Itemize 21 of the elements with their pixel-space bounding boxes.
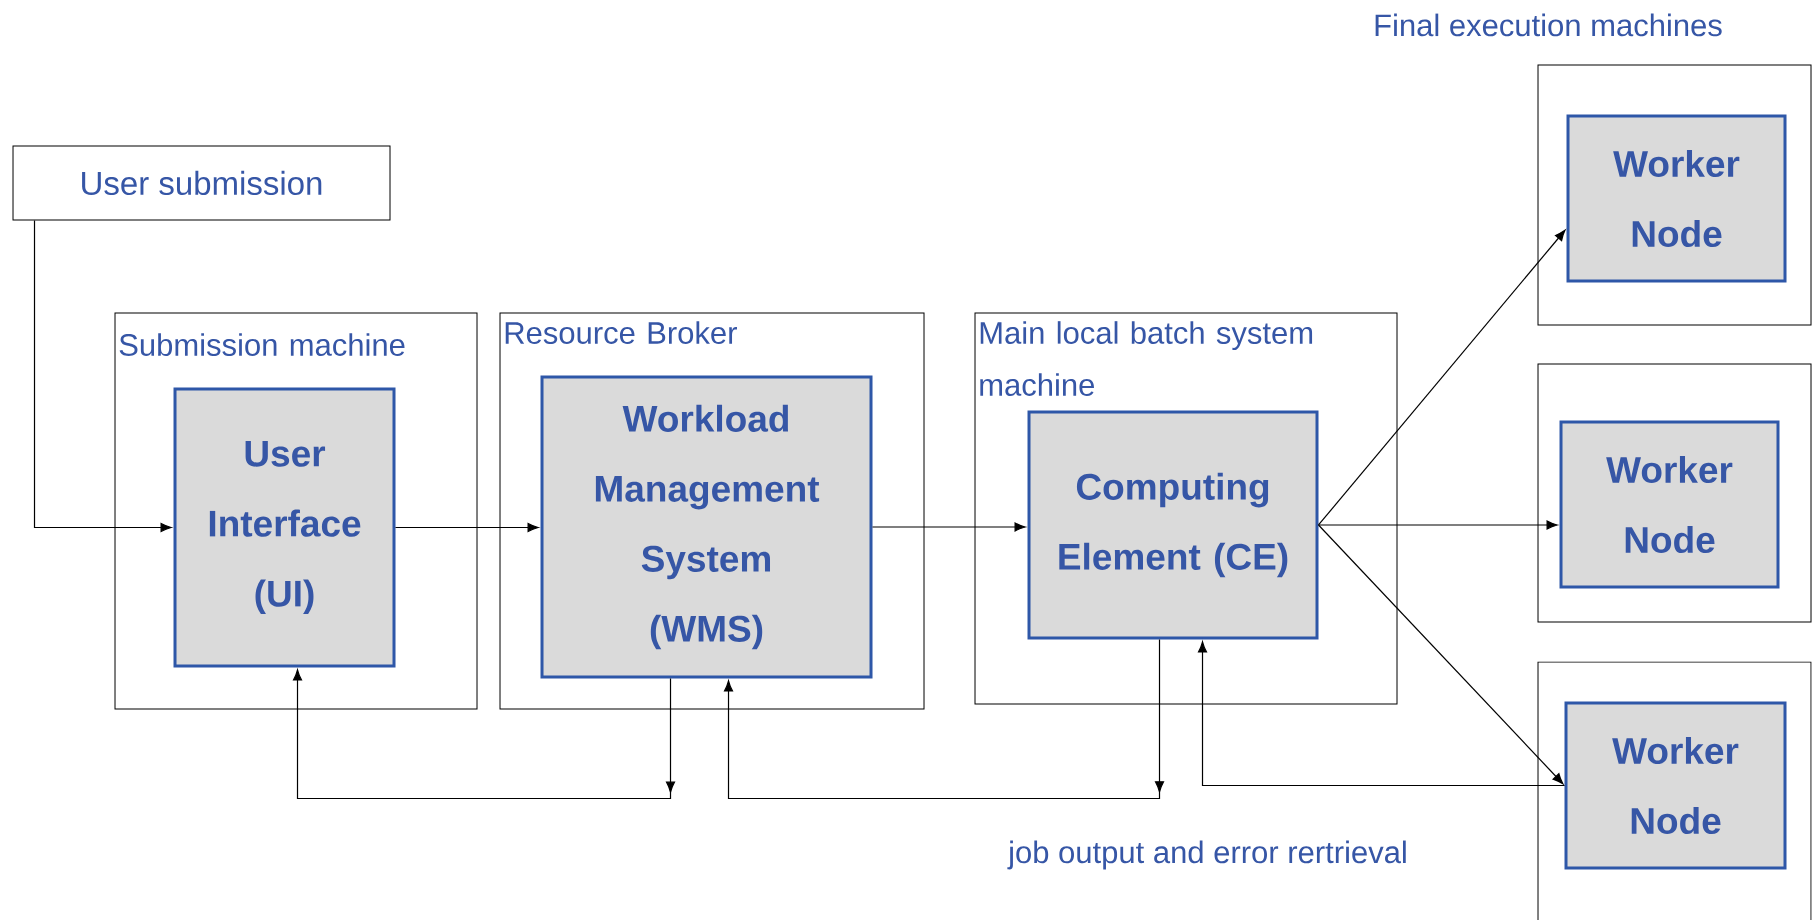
- machine-box: [1537, 64, 1812, 326]
- arrow: [871, 522, 1026, 532]
- arrow: [723, 638, 1165, 800]
- input-box: User submission: [12, 145, 391, 221]
- component-box: Worker Node: [1559, 420, 1780, 589]
- arrow: [394, 522, 539, 533]
- component-box: Worker Node: [1564, 701, 1787, 870]
- component-box: Workload Management System (WMS): [540, 375, 873, 679]
- machine-box: [1537, 363, 1812, 623]
- component-box: Worker Node: [1566, 114, 1787, 283]
- component-box: Computing Element (CE): [1027, 410, 1319, 640]
- arrow: [1317, 229, 1566, 526]
- arrow: [1317, 520, 1558, 530]
- note-text: job output and error rertrieval: [1007, 840, 1406, 870]
- machine-box: [1537, 661, 1812, 920]
- arrow: [33, 219, 172, 533]
- arrow: [292, 669, 676, 800]
- group-label: Final execution machines: [1375, 13, 1722, 37]
- arrow: [1317, 524, 1564, 785]
- arrow: [1197, 641, 1566, 787]
- component-box: User Interface (UI): [173, 387, 396, 668]
